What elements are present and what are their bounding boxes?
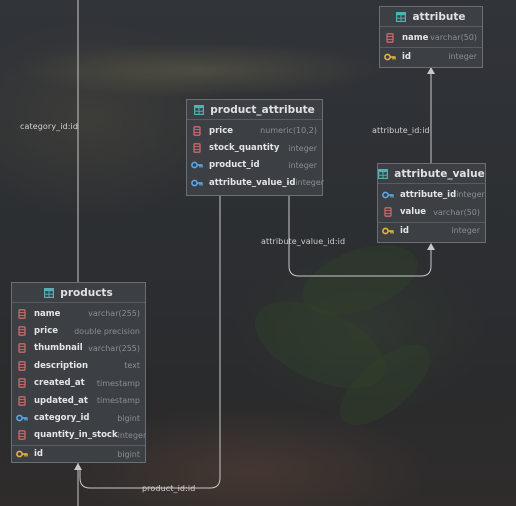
column-name: thumbnail xyxy=(34,343,83,354)
column-icon xyxy=(16,361,28,371)
column-icon xyxy=(16,378,28,389)
column-icon xyxy=(16,395,28,406)
column-name: attribute_id xyxy=(400,189,457,200)
column-type: timestamp xyxy=(96,396,140,406)
foreign-key-icon xyxy=(191,160,203,170)
primary-key-icon xyxy=(384,52,396,62)
column-icon xyxy=(382,207,394,217)
arrow-to-attribute-value xyxy=(427,243,435,250)
column-type: varchar(255) xyxy=(88,309,140,319)
column-type: integer xyxy=(117,430,147,440)
column-icon xyxy=(191,143,203,153)
column-type: varchar(50) xyxy=(433,207,480,217)
foreign-key-icon xyxy=(382,190,394,200)
column-row-created-at[interactable]: created_at timestamp xyxy=(12,375,145,392)
column-icon xyxy=(191,125,203,136)
column-type: varchar(255) xyxy=(88,343,140,353)
column-type: integer xyxy=(451,226,480,236)
column-name: attribute_value_id xyxy=(209,177,296,188)
column-name: name xyxy=(34,308,61,319)
column-icon xyxy=(16,308,28,319)
column-name: quantity_in_stock xyxy=(34,430,118,441)
column-type: timestamp xyxy=(96,378,140,388)
column-row-id[interactable]: id bigint xyxy=(12,445,145,462)
column-type: integer xyxy=(456,190,485,200)
column-icon xyxy=(384,32,396,43)
column-name: id xyxy=(34,449,43,460)
table-title: attribute xyxy=(412,10,466,23)
column-type: varchar(50) xyxy=(430,33,477,43)
table-header[interactable]: product_attribute xyxy=(187,100,322,120)
column-name: id xyxy=(400,225,409,236)
category-relation-label: category_id:id xyxy=(20,122,79,131)
column-name: created_at xyxy=(34,378,85,389)
column-name: price xyxy=(209,125,233,136)
table-title: products xyxy=(60,286,113,299)
column-type: integer xyxy=(448,52,477,62)
column-type: numeric(10,2) xyxy=(260,126,317,136)
column-row-id[interactable]: id integer xyxy=(380,47,482,64)
table-title: product_attribute xyxy=(210,103,315,116)
product-relation-line xyxy=(79,196,221,489)
column-type: integer xyxy=(288,143,317,153)
table-header[interactable]: attribute_value xyxy=(378,164,485,184)
table-icon xyxy=(44,287,55,298)
column-row-category-id[interactable]: category_id bigint xyxy=(12,409,145,426)
column-name: price xyxy=(34,326,58,337)
primary-key-icon xyxy=(16,449,28,459)
column-name: stock_quantity xyxy=(209,143,280,154)
column-row-updated-at[interactable]: updated_at timestamp xyxy=(12,392,145,409)
column-row-price[interactable]: price numeric(10,2) xyxy=(187,122,322,139)
column-row-thumbnail[interactable]: thumbnail varchar(255) xyxy=(12,340,145,357)
arrow-to-attribute xyxy=(427,67,435,74)
table-header[interactable]: products xyxy=(12,283,145,303)
column-row-stock-quantity[interactable]: stock_quantity integer xyxy=(187,139,322,156)
table-icon xyxy=(396,11,407,22)
column-name: name xyxy=(402,32,429,43)
foreign-key-icon xyxy=(16,413,28,423)
column-icon xyxy=(16,343,28,354)
column-icon xyxy=(16,326,28,336)
attribute-value-relation-line xyxy=(288,196,432,277)
column-name: updated_at xyxy=(34,395,88,406)
table-icon xyxy=(194,104,205,115)
table-products[interactable]: products name varchar(255) price double pre… xyxy=(11,282,146,463)
column-row-name[interactable]: name varchar(255) xyxy=(12,305,145,322)
column-type: text xyxy=(124,361,140,371)
attribute-value-relation-label: attribute_value_id:id xyxy=(261,237,346,246)
column-type: integer xyxy=(288,160,317,170)
column-type: bigint xyxy=(117,413,140,423)
primary-key-icon xyxy=(382,226,394,236)
column-name: category_id xyxy=(34,413,90,424)
column-icon xyxy=(16,430,28,441)
column-name: value xyxy=(400,207,427,218)
product-relation-label: product_id:id xyxy=(142,484,196,493)
column-name: product_id xyxy=(209,160,260,171)
column-row-value[interactable]: value varchar(50) xyxy=(378,203,485,220)
table-header[interactable]: attribute xyxy=(380,7,482,27)
arrow-to-products xyxy=(74,463,82,470)
column-row-price[interactable]: price double precision xyxy=(12,322,145,339)
column-type: integer xyxy=(295,178,325,188)
table-title: attribute_value xyxy=(394,167,485,180)
column-type: bigint xyxy=(117,449,140,459)
column-type: double precision xyxy=(74,326,140,336)
column-row-product-id[interactable]: product_id integer xyxy=(187,157,322,174)
column-name: id xyxy=(402,51,411,62)
foreign-key-icon xyxy=(191,178,203,188)
column-row-id[interactable]: id integer xyxy=(378,221,485,239)
column-name: description xyxy=(34,360,89,371)
column-row-description[interactable]: description text xyxy=(12,357,145,374)
table-product-attribute[interactable]: product_attribute price numeric(10,2) stoc… xyxy=(186,99,325,196)
table-icon xyxy=(378,168,389,179)
attribute-relation-label: attribute_id:id xyxy=(372,126,430,135)
